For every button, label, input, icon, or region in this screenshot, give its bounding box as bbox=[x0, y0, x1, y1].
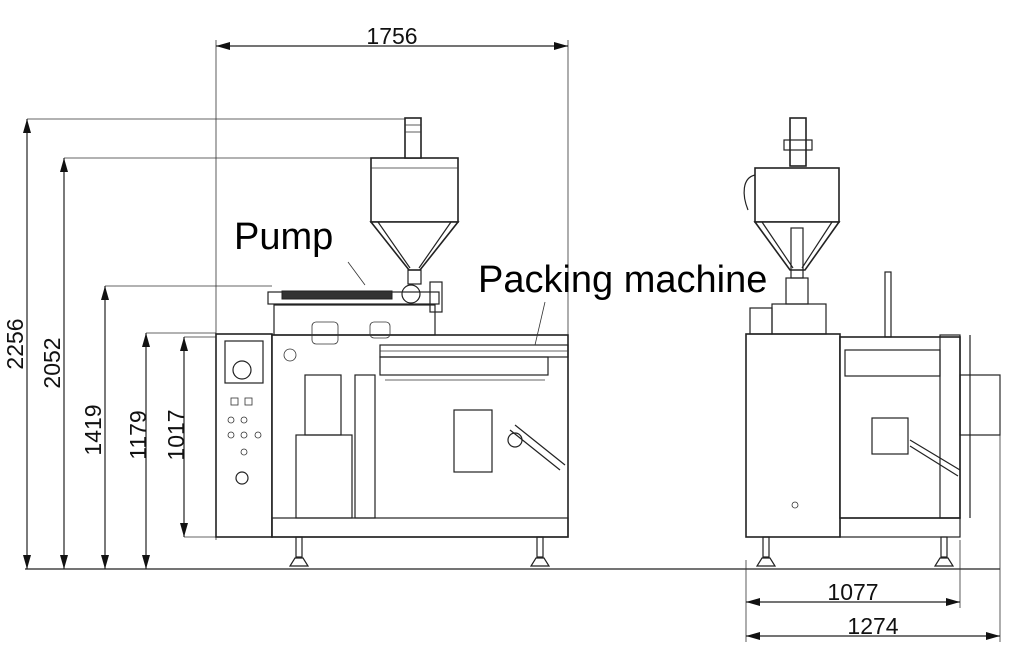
dim-label-1419: 1419 bbox=[80, 404, 106, 455]
depth-dimension-1077: 1077 bbox=[745, 540, 961, 642]
main-frame bbox=[271, 334, 569, 538]
motor-front bbox=[789, 117, 807, 167]
height-dimension-2052: 2052 bbox=[39, 157, 372, 569]
side-view-machine bbox=[215, 117, 569, 567]
pump-label: Pump bbox=[234, 216, 333, 258]
height-dimension-1179: 1179 bbox=[125, 332, 216, 569]
front-cabinet bbox=[745, 333, 841, 538]
dim-label-1077: 1077 bbox=[827, 579, 878, 605]
depth-dimension-1274: 1274 bbox=[746, 375, 1001, 642]
hopper-side bbox=[370, 157, 459, 223]
height-dimension-1419: 1419 bbox=[80, 285, 272, 569]
height-dimension-2256: 2256 bbox=[2, 118, 415, 569]
packing-machine-callout: Packing machine bbox=[478, 259, 767, 346]
height-dimension-1017: 1017 bbox=[163, 336, 216, 538]
dim-label-1756: 1756 bbox=[366, 23, 417, 49]
dim-label-1017: 1017 bbox=[163, 409, 189, 460]
hopper-front bbox=[754, 167, 840, 223]
width-dimension-side: 1756 bbox=[215, 23, 569, 540]
pump-callout: Pump bbox=[234, 216, 366, 286]
packing-machine-label: Packing machine bbox=[478, 259, 767, 301]
front-view-machine bbox=[743, 117, 1001, 567]
dim-label-2256: 2256 bbox=[2, 318, 28, 369]
motor-side bbox=[404, 117, 422, 159]
control-cabinet bbox=[215, 333, 273, 538]
dim-label-1274: 1274 bbox=[847, 613, 898, 639]
dim-label-1179: 1179 bbox=[125, 410, 151, 459]
dim-label-2052: 2052 bbox=[39, 337, 65, 388]
